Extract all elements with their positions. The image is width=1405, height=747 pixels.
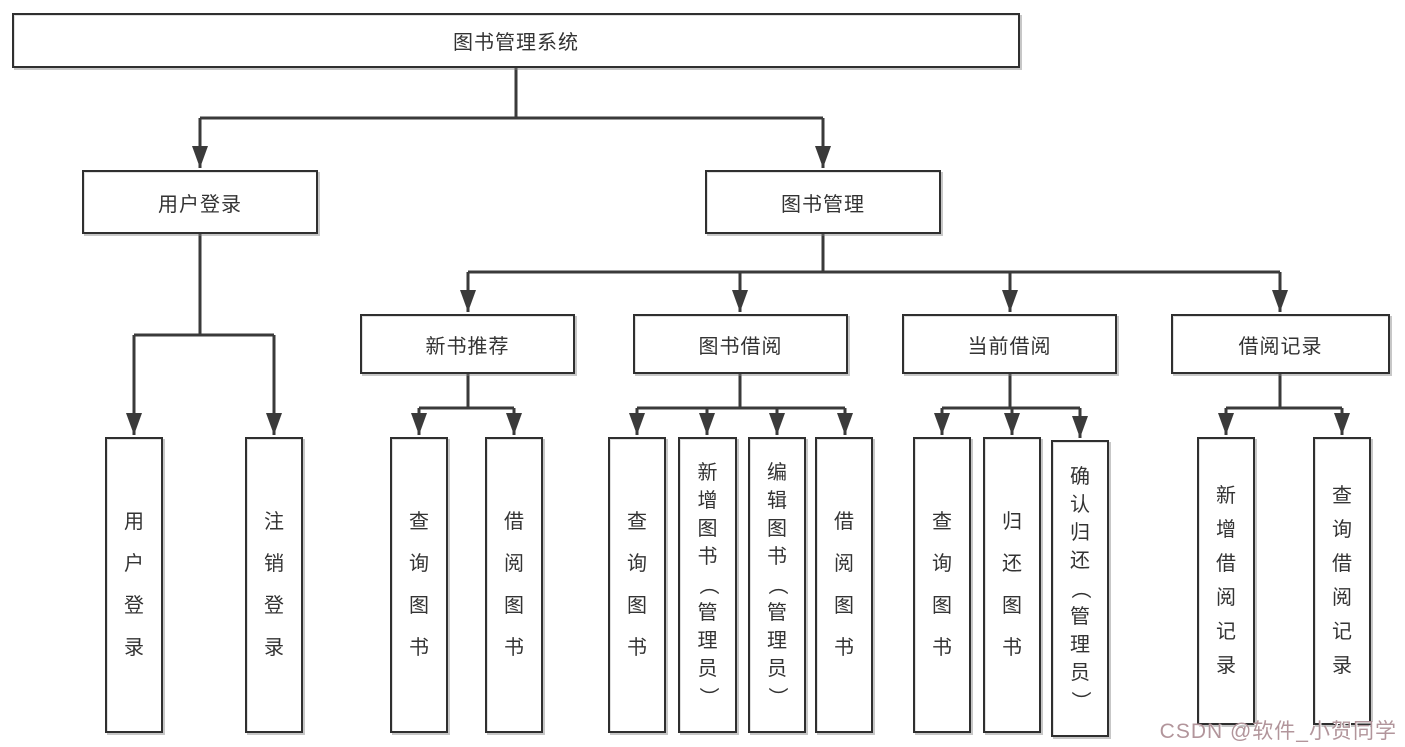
- leaf-label-char: 书: [627, 637, 647, 659]
- leaf-label-char: 查: [1332, 485, 1352, 507]
- leaf-label-char: （: [1069, 578, 1091, 599]
- leaf-label-char: 图: [504, 595, 524, 617]
- leaf-label-char: 书: [834, 637, 854, 659]
- leaf-label-char: 阅: [504, 553, 524, 575]
- leaf-label-char: 确: [1070, 465, 1090, 488]
- diagram-node: 用户登录: [82, 170, 318, 234]
- leaf-label-char: 借: [834, 511, 854, 533]
- leaf-label-char: 认: [1070, 493, 1090, 516]
- leaf-label-char: （: [766, 575, 788, 595]
- leaf-label-char: 图: [627, 595, 647, 617]
- diagram-leaf-node: 新增借阅记录: [1197, 437, 1255, 725]
- leaf-label-char: 注: [264, 511, 284, 533]
- leaf-label-char: 书: [409, 637, 429, 659]
- leaf-label-char: 查: [627, 511, 647, 533]
- leaf-label-char: 录: [124, 637, 144, 659]
- leaf-label-char: 归: [1002, 511, 1022, 533]
- diagram-leaf-node: 借阅图书: [815, 437, 873, 733]
- leaf-label-char: 户: [124, 553, 144, 575]
- leaf-label-char: 新: [697, 462, 718, 484]
- diagram-leaf-node: 查询图书: [913, 437, 971, 733]
- leaf-label-char: 员: [1070, 661, 1090, 684]
- leaf-label-char: ）: [696, 687, 719, 707]
- leaf-label-char: 图: [409, 595, 429, 617]
- diagram-node: 图书管理系统: [12, 13, 1020, 68]
- leaf-label-char: 增: [697, 490, 718, 512]
- leaf-label-char: 书: [932, 637, 952, 659]
- leaf-label-char: 登: [264, 595, 284, 617]
- leaf-label-char: 理: [1070, 633, 1090, 656]
- leaf-label-char: 还: [1070, 549, 1090, 572]
- leaf-label-char: 记: [1332, 621, 1352, 643]
- leaf-label-char: 管: [697, 602, 718, 624]
- leaf-label-char: 图: [1002, 595, 1022, 617]
- leaf-label-char: 查: [409, 511, 429, 533]
- leaf-label-char: 录: [1332, 655, 1352, 677]
- leaf-label-char: 图: [697, 518, 718, 540]
- diagram-leaf-node: 归还图书: [983, 437, 1041, 733]
- leaf-label-char: 还: [1002, 553, 1022, 575]
- diagram-node: 借阅记录: [1171, 314, 1390, 374]
- leaf-label-char: 辑: [767, 490, 787, 512]
- diagram-node: 新书推荐: [360, 314, 575, 374]
- diagram-leaf-node: 查询借阅记录: [1313, 437, 1371, 725]
- diagram-leaf-node: 确认归还 （ 管理员 ）: [1051, 440, 1109, 737]
- leaf-label-char: 书: [504, 637, 524, 659]
- leaf-label-char: 理: [697, 630, 718, 652]
- leaf-label-char: 借: [1332, 553, 1352, 575]
- leaf-label-char: 销: [264, 553, 284, 575]
- leaf-label-char: 记: [1216, 621, 1236, 643]
- leaf-label-char: 询: [932, 553, 952, 575]
- leaf-label-char: （: [696, 575, 719, 595]
- watermark: CSDN @软件_小贺同学: [1159, 720, 1397, 743]
- leaf-label-char: 书: [767, 546, 787, 568]
- leaf-label-char: 用: [124, 511, 144, 533]
- leaf-label-char: 书: [697, 546, 718, 568]
- leaf-label-char: 登: [124, 595, 144, 617]
- diagram-leaf-node: 查询图书: [608, 437, 666, 733]
- diagram-node: 当前借阅: [902, 314, 1117, 374]
- diagram-node: 图书管理: [705, 170, 941, 234]
- leaf-label-char: 借: [1216, 553, 1236, 575]
- leaf-label-char: 新: [1216, 485, 1236, 507]
- diagram-leaf-node: 用户登录: [105, 437, 163, 733]
- leaf-label-char: 图: [834, 595, 854, 617]
- leaf-label-char: 阅: [1216, 587, 1236, 609]
- diagram-leaf-node: 借阅图书: [485, 437, 543, 733]
- diagram-leaf-node: 查询图书: [390, 437, 448, 733]
- leaf-label-char: 员: [697, 658, 718, 680]
- leaf-label-char: 询: [409, 553, 429, 575]
- leaf-label-char: 阅: [1332, 587, 1352, 609]
- diagram-leaf-node: 注销登录: [245, 437, 303, 733]
- leaf-label-char: 询: [627, 553, 647, 575]
- leaf-label-char: 图: [767, 518, 787, 540]
- leaf-label-char: 管: [767, 602, 787, 624]
- leaf-label-char: 借: [504, 511, 524, 533]
- leaf-label-char: ）: [766, 687, 788, 707]
- leaf-label-char: 查: [932, 511, 952, 533]
- leaf-label-char: 询: [1332, 519, 1352, 541]
- leaf-label-char: 增: [1216, 519, 1236, 541]
- leaf-label-char: 录: [264, 637, 284, 659]
- leaf-label-char: ）: [1069, 690, 1091, 711]
- leaf-label-char: 阅: [834, 553, 854, 575]
- leaf-label-char: 书: [1002, 637, 1022, 659]
- diagram-leaf-node: 新增图书 （ 管理员 ）: [678, 437, 737, 733]
- leaf-label-char: 归: [1070, 521, 1090, 544]
- leaf-label-char: 理: [767, 630, 787, 652]
- leaf-label-char: 编: [767, 462, 787, 484]
- leaf-label-char: 录: [1216, 655, 1236, 677]
- leaf-label-char: 管: [1070, 605, 1090, 628]
- leaf-label-char: 图: [932, 595, 952, 617]
- diagram-node: 图书借阅: [633, 314, 848, 374]
- leaf-label-char: 员: [767, 658, 787, 680]
- diagram-leaf-node: 编辑图书 （ 管理员 ）: [748, 437, 806, 733]
